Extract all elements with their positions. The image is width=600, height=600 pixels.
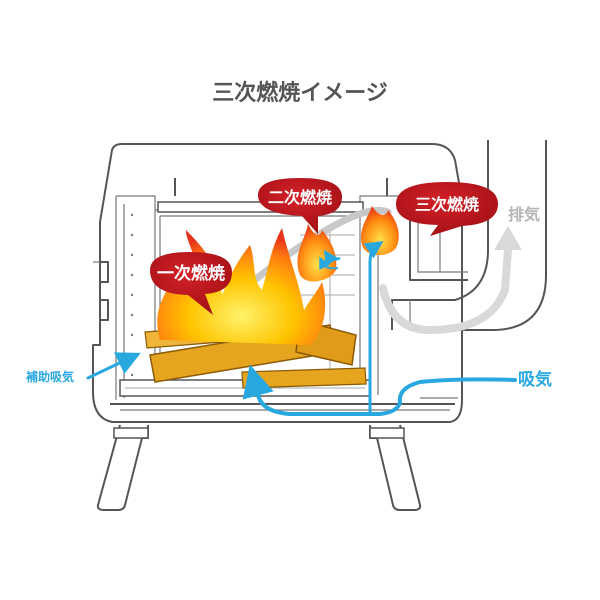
- intake-label: 吸気: [518, 369, 552, 390]
- bubble-tertiary: 三次燃焼: [396, 182, 498, 236]
- chimney: [391, 140, 547, 331]
- bubble-secondary-label: 二次燃焼: [268, 188, 332, 207]
- bubble-tertiary-label: 三次燃焼: [415, 195, 479, 214]
- exhaust-arrow-head: [494, 226, 522, 250]
- auxiliary-intake-label: 補助吸気: [25, 369, 74, 384]
- intake-flow: [86, 241, 517, 416]
- exhaust-label: 排気: [508, 205, 540, 224]
- bubble-primary-label: 一次燃焼: [157, 263, 225, 284]
- diagram-title: 三次燃焼イメージ: [212, 80, 388, 106]
- bubble-primary: 一次燃焼: [150, 252, 232, 315]
- bubble-secondary: 二次燃焼: [258, 178, 342, 234]
- stove-legs: [96, 424, 422, 511]
